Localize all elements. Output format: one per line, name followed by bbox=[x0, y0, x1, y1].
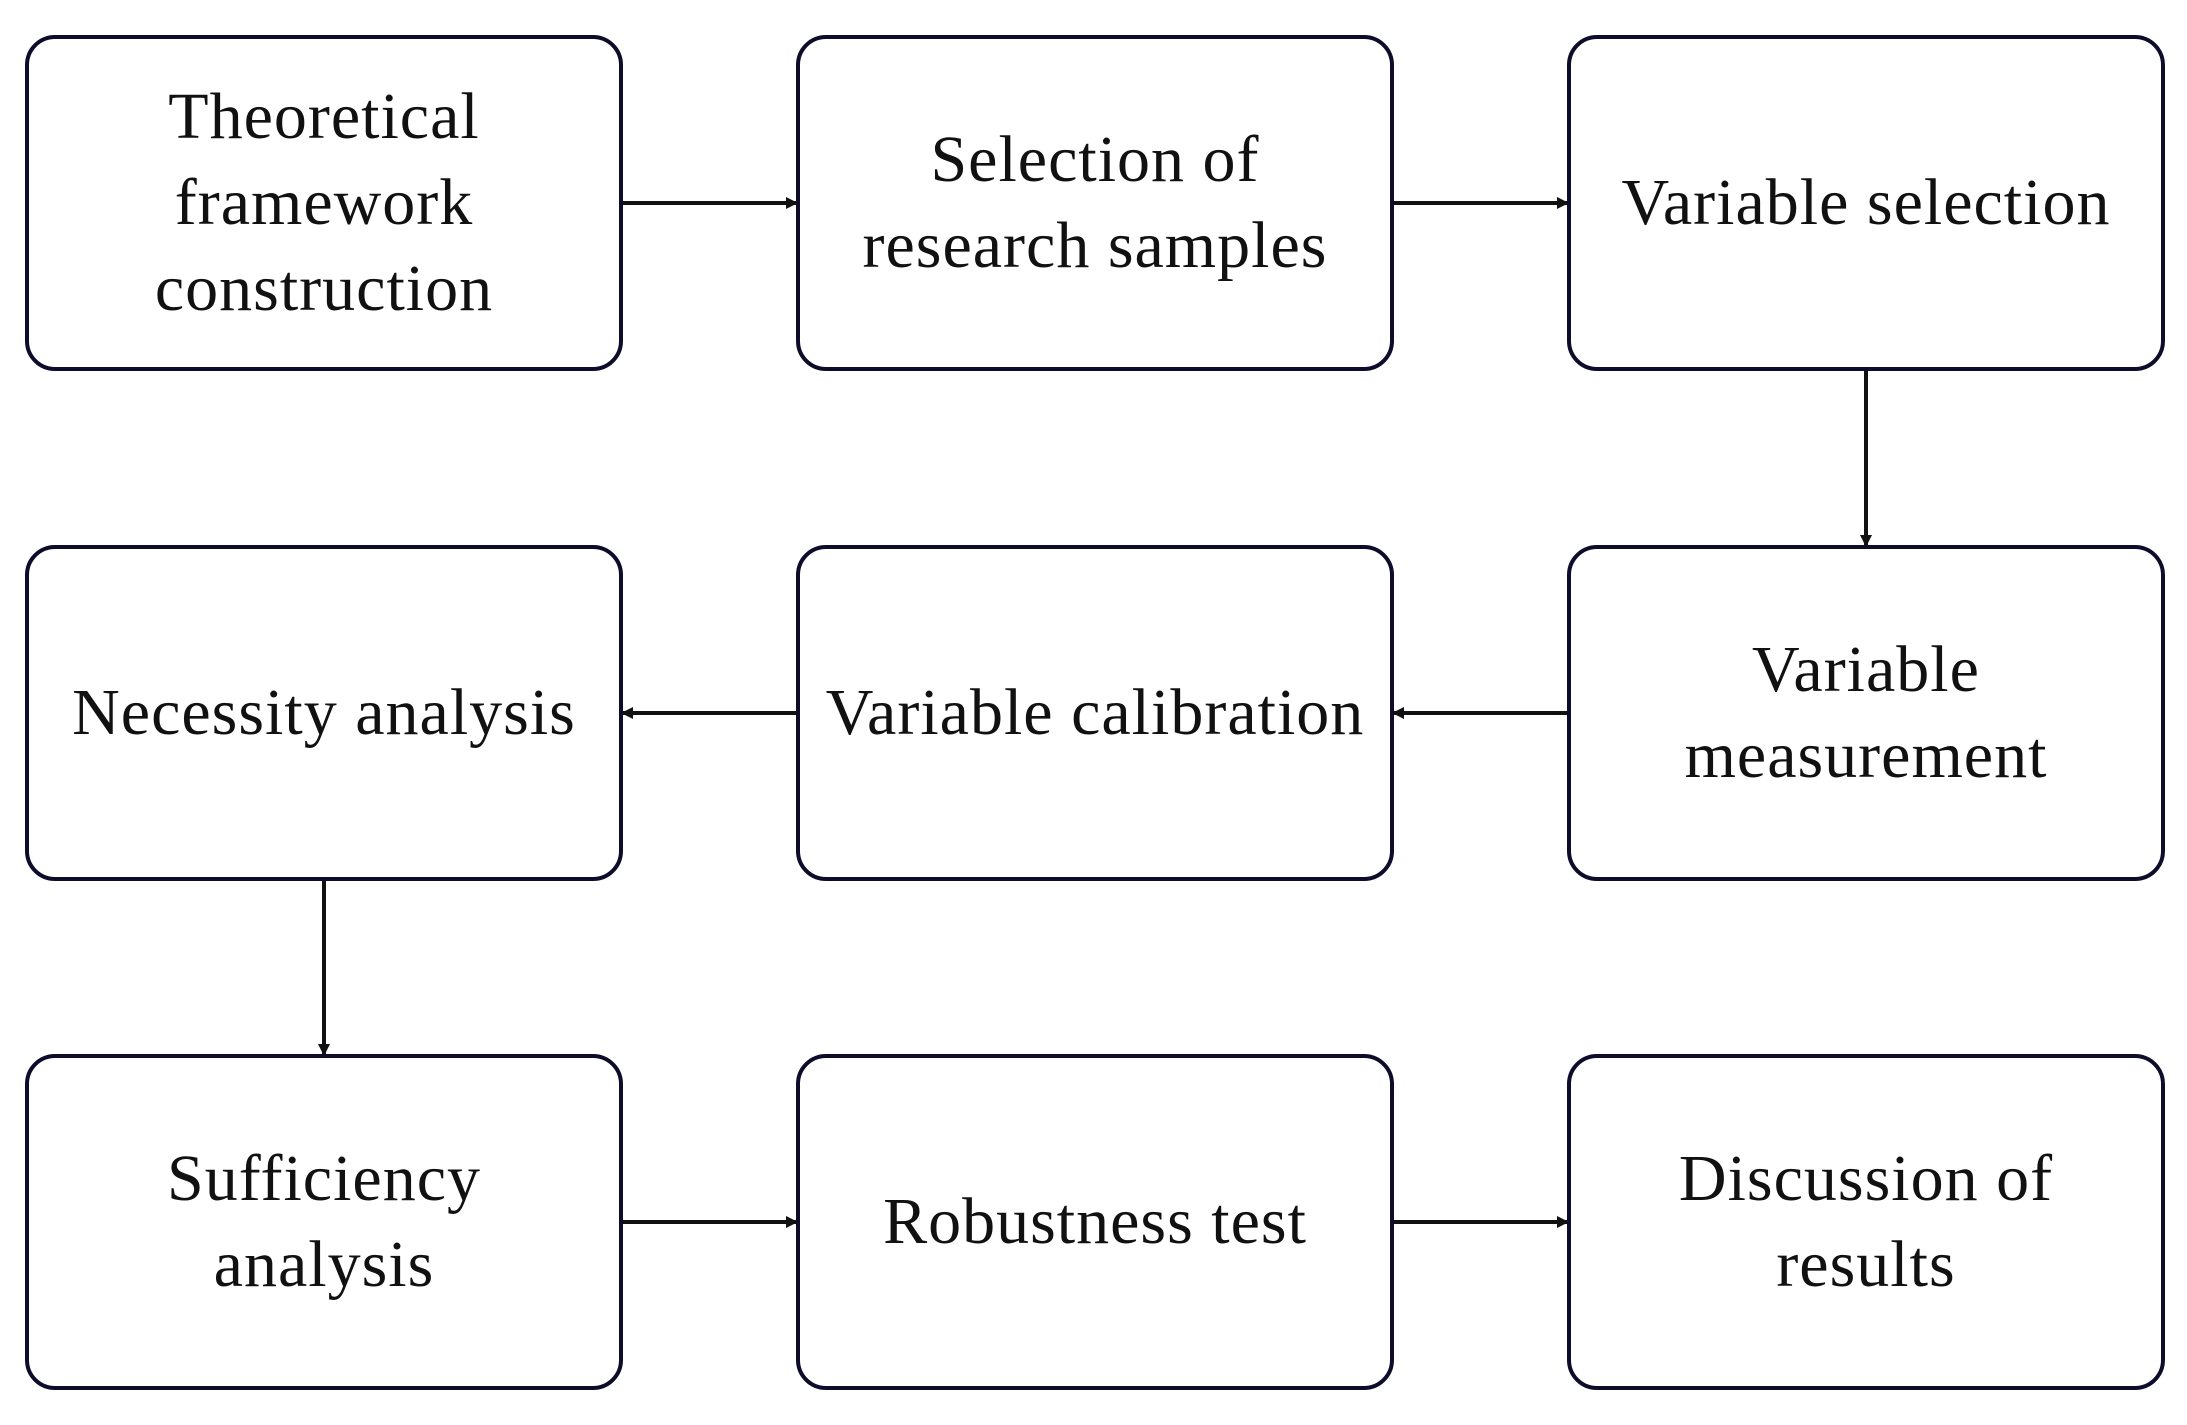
step-label: Variable calibration bbox=[825, 676, 1365, 749]
step-variable-measurement: Variable measurement bbox=[1567, 545, 2165, 881]
step-discussion-of-results: Discussion of results bbox=[1567, 1054, 2165, 1390]
step-robustness-test: Robustness test bbox=[796, 1054, 1394, 1390]
step-label: Sufficiency analysis bbox=[166, 1142, 482, 1301]
step-theoretical-framework-construction: Theoretical framework construction bbox=[25, 35, 623, 371]
step-label: Variable measurement bbox=[1684, 633, 2048, 792]
step-sufficiency-analysis: Sufficiency analysis bbox=[25, 1054, 623, 1390]
step-label: Necessity analysis bbox=[72, 676, 576, 749]
step-label: Variable selection bbox=[1621, 166, 2111, 239]
step-label: Selection of research samples bbox=[862, 123, 1328, 282]
step-label: Discussion of results bbox=[1678, 1142, 2054, 1301]
step-necessity-analysis: Necessity analysis bbox=[25, 545, 623, 881]
step-selection-of-research-samples: Selection of research samples bbox=[796, 35, 1394, 371]
step-variable-selection: Variable selection bbox=[1567, 35, 2165, 371]
step-variable-calibration: Variable calibration bbox=[796, 545, 1394, 881]
step-label: Robustness test bbox=[883, 1185, 1307, 1258]
step-label: Theoretical framework construction bbox=[154, 80, 494, 325]
